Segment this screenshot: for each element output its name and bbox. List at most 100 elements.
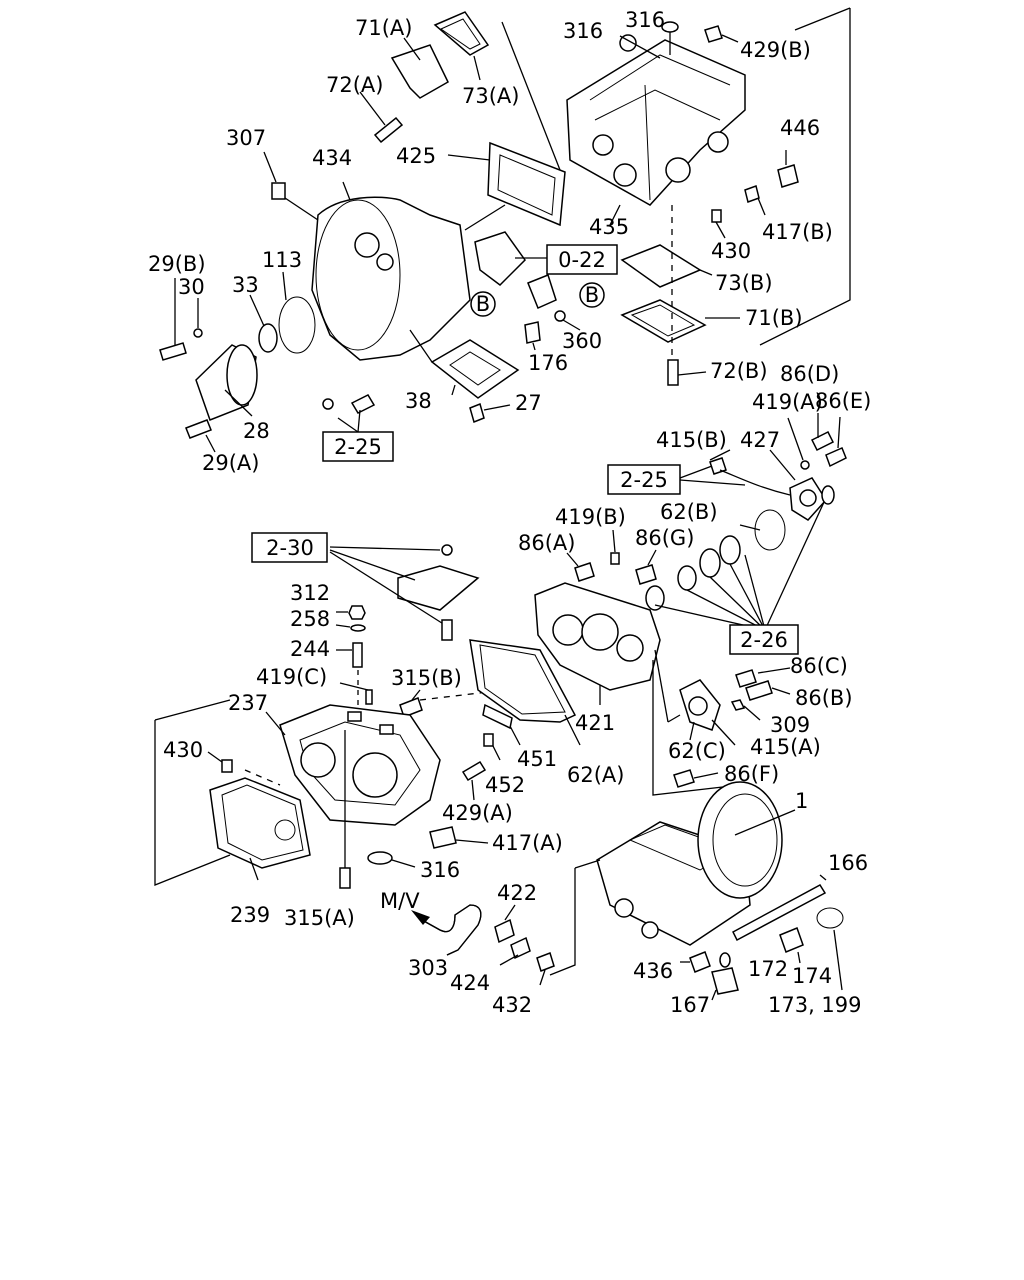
cover-71b (620, 299, 707, 343)
callout-86a: 86(A) (518, 531, 575, 555)
fitting-309 (730, 699, 746, 711)
ref-box-0-22[interactable]: 0-22 (546, 244, 618, 275)
ref-box-2-25-right[interactable]: 2-25 (607, 464, 681, 495)
callout-427: 427 (740, 428, 780, 452)
bolt-27 (469, 402, 485, 424)
seal-62b (754, 509, 786, 551)
bracket-167 (711, 967, 739, 995)
callout-86d: 86(D) (780, 362, 839, 386)
callout-258: 258 (290, 607, 330, 631)
callout-237: 237 (228, 691, 268, 715)
stud-244 (352, 642, 363, 668)
callout-434: 434 (312, 146, 352, 170)
svg-text:0-22: 0-22 (558, 248, 606, 272)
plug-316-a (619, 34, 637, 52)
callout-72b: 72(B) (710, 359, 768, 383)
bolt-29b (159, 342, 187, 361)
bolt-86e (825, 447, 847, 468)
washer-30 (193, 328, 203, 338)
gasket-425 (487, 141, 566, 227)
plug-417a (429, 826, 457, 849)
callout-86e: 86(E) (815, 389, 871, 413)
callout-316: 316 (420, 858, 460, 882)
callout-113: 113 (262, 248, 302, 272)
callout-422: 422 (497, 881, 537, 905)
plug-417b (744, 185, 760, 203)
callout-1: 1 (795, 789, 808, 813)
seal-33 (258, 323, 278, 353)
callout-71b: 71(B) (745, 306, 803, 330)
callout-174: 174 (792, 964, 832, 988)
pin-419b (610, 552, 620, 565)
bolt-86a (574, 562, 595, 582)
bolt-315b (399, 697, 423, 718)
clutch-housing-434 (311, 196, 471, 361)
callout-419b: 419(B) (555, 505, 626, 529)
callout-173-199: 173, 199 (768, 993, 862, 1017)
pin-419a (800, 460, 810, 470)
callout-62b: 62(B) (660, 500, 718, 524)
pin-429b (704, 25, 723, 43)
bolt-315a (339, 867, 351, 889)
gasket-62a (469, 639, 577, 723)
ref-box-2-26[interactable]: 2-26 (729, 624, 799, 655)
washer-258 (350, 624, 366, 632)
bolt-29a (185, 419, 212, 439)
callout-419a: 419(A) (752, 390, 823, 414)
bolt-72b (667, 359, 679, 386)
callout-73b: 73(B) (715, 271, 773, 295)
pin-429a (461, 760, 487, 782)
callout-303: 303 (408, 956, 448, 980)
callout-451: 451 (517, 747, 557, 771)
callout-425: 425 (396, 144, 436, 168)
ref-box-2-30[interactable]: 2-30 (251, 532, 328, 563)
svg-text:2-25: 2-25 (334, 435, 382, 459)
shim-451 (482, 703, 513, 730)
bolt-86g (635, 564, 657, 585)
rod-166 (732, 884, 827, 942)
callout-429b: 429(B) (740, 38, 811, 62)
callout-86c: 86(C) (790, 654, 848, 678)
svg-text:2-25: 2-25 (620, 468, 668, 492)
fitting-436 (689, 951, 711, 973)
callout-167: 167 (670, 993, 710, 1017)
gasket-73b (620, 244, 702, 288)
callout-316: 316 (625, 8, 665, 32)
ref-circle-b-1: B (470, 291, 496, 317)
callout-419c: 419(C) (256, 665, 327, 689)
callout-315a: 315(A) (284, 906, 355, 930)
callout-33: 33 (232, 273, 259, 297)
callout-435: 435 (589, 215, 629, 239)
plug-430-top (711, 209, 722, 223)
callout-73a: 73(A) (462, 84, 519, 108)
washer-360 (554, 310, 566, 322)
callout-30: 30 (178, 275, 205, 299)
callout-360: 360 (562, 329, 602, 353)
bolt-86b (745, 680, 773, 701)
pin-419c (365, 689, 373, 705)
callout-28: 28 (243, 419, 270, 443)
callout-27: 27 (515, 391, 542, 415)
sleeve-174 (779, 927, 804, 953)
bolt-86c (735, 669, 757, 688)
ref-box-2-25-top[interactable]: 2-25 (322, 431, 394, 462)
callout-309: 309 (770, 713, 810, 737)
callout-315b: 315(B) (391, 666, 462, 690)
callout-417b: 417(B) (762, 220, 833, 244)
callout-307: 307 (226, 126, 266, 150)
callout-86b: 86(B) (795, 686, 853, 710)
fitting-422 (494, 918, 515, 944)
fitting-432 (536, 952, 555, 972)
callout-29b: 29(B) (148, 252, 206, 276)
svg-text:B: B (585, 283, 599, 307)
callout-312: 312 (290, 581, 330, 605)
callout-86f: 86(F) (724, 762, 779, 786)
bolt-452 (483, 733, 494, 747)
callout-452: 452 (485, 773, 525, 797)
transmission-case-435 (566, 39, 746, 206)
callout-421: 421 (575, 711, 615, 735)
callout-166: 166 (828, 851, 868, 875)
callout-29a: 29(A) (202, 451, 259, 475)
fitting-415b (709, 457, 727, 475)
plug-316-bottom (367, 851, 393, 865)
